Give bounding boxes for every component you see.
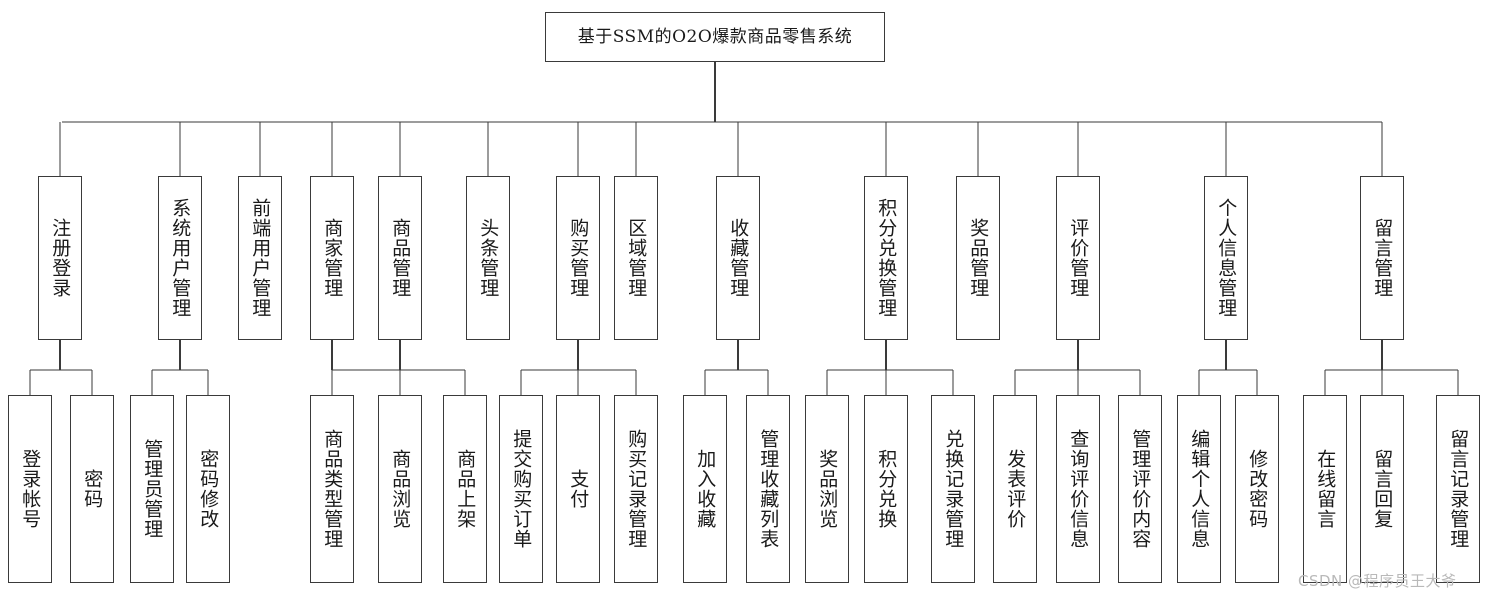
level3-node-21[interactable]: 留言回复 xyxy=(1360,395,1404,583)
level3-node-18[interactable]: 编辑个人信息 xyxy=(1177,395,1221,583)
node-label: 提交购买订单 xyxy=(510,429,533,549)
level3-node-12[interactable]: 奖品浏览 xyxy=(805,395,849,583)
node-label: 商品管理 xyxy=(389,218,412,298)
node-label: 留言管理 xyxy=(1371,218,1394,298)
level3-node-10[interactable]: 加入收藏 xyxy=(683,395,727,583)
node-label: 奖品管理 xyxy=(967,218,990,298)
level3-node-2[interactable]: 管理员管理 xyxy=(130,395,174,583)
level3-node-20[interactable]: 在线留言 xyxy=(1303,395,1347,583)
level3-node-4[interactable]: 商品类型管理 xyxy=(310,395,354,583)
node-label: 在线留言 xyxy=(1314,449,1337,529)
node-label: 购买管理 xyxy=(567,218,590,298)
node-label: 系统用户管理 xyxy=(169,198,192,318)
level3-node-0[interactable]: 登录帐号 xyxy=(8,395,52,583)
node-label: 管理员管理 xyxy=(141,439,164,539)
root-node[interactable]: 基于SSM的O2O爆款商品零售系统 xyxy=(545,12,885,62)
node-label: 注册登录 xyxy=(49,218,72,298)
level3-node-17[interactable]: 管理评价内容 xyxy=(1118,395,1162,583)
level2-node-0[interactable]: 注册登录 xyxy=(38,176,82,340)
node-label: 商品类型管理 xyxy=(321,429,344,549)
node-label: 商品上架 xyxy=(454,449,477,529)
level3-node-9[interactable]: 购买记录管理 xyxy=(614,395,658,583)
node-label: 购买记录管理 xyxy=(625,429,648,549)
node-label: 积分兑换管理 xyxy=(875,198,898,318)
level2-node-9[interactable]: 积分兑换管理 xyxy=(864,176,908,340)
node-label: 个人信息管理 xyxy=(1215,198,1238,318)
level3-node-8[interactable]: 支付 xyxy=(556,395,600,583)
node-label: 评价管理 xyxy=(1067,218,1090,298)
node-label: 支付 xyxy=(567,469,590,509)
level3-node-1[interactable]: 密码 xyxy=(70,395,114,583)
level2-node-5[interactable]: 头条管理 xyxy=(466,176,510,340)
level3-node-5[interactable]: 商品浏览 xyxy=(378,395,422,583)
node-label: 加入收藏 xyxy=(694,449,717,529)
level2-node-11[interactable]: 评价管理 xyxy=(1056,176,1100,340)
node-label: 兑换记录管理 xyxy=(942,429,965,549)
level2-node-3[interactable]: 商家管理 xyxy=(310,176,354,340)
level3-node-15[interactable]: 发表评价 xyxy=(993,395,1037,583)
level3-node-19[interactable]: 修改密码 xyxy=(1235,395,1279,583)
node-label: 编辑个人信息 xyxy=(1188,429,1211,549)
node-label: 区域管理 xyxy=(625,218,648,298)
level2-node-1[interactable]: 系统用户管理 xyxy=(158,176,202,340)
level3-node-13[interactable]: 积分兑换 xyxy=(864,395,908,583)
level3-node-11[interactable]: 管理收藏列表 xyxy=(746,395,790,583)
node-label: 管理收藏列表 xyxy=(757,429,780,549)
level3-node-22[interactable]: 留言记录管理 xyxy=(1436,395,1480,583)
node-label: 前端用户管理 xyxy=(249,198,272,318)
level2-node-12[interactable]: 个人信息管理 xyxy=(1204,176,1248,340)
node-label: 留言记录管理 xyxy=(1447,429,1470,549)
node-label: 密码 xyxy=(81,469,104,509)
node-label: 头条管理 xyxy=(477,218,500,298)
node-label: 查询评价信息 xyxy=(1067,429,1090,549)
level2-node-6[interactable]: 购买管理 xyxy=(556,176,600,340)
node-label: 修改密码 xyxy=(1246,449,1269,529)
level3-node-3[interactable]: 密码修改 xyxy=(186,395,230,583)
node-label: 发表评价 xyxy=(1004,449,1027,529)
level3-node-6[interactable]: 商品上架 xyxy=(443,395,487,583)
node-label: 收藏管理 xyxy=(727,218,750,298)
node-label: 积分兑换 xyxy=(875,449,898,529)
level3-node-16[interactable]: 查询评价信息 xyxy=(1056,395,1100,583)
node-label: 留言回复 xyxy=(1371,449,1394,529)
node-label: 基于SSM的O2O爆款商品零售系统 xyxy=(577,26,853,47)
level3-node-7[interactable]: 提交购买订单 xyxy=(499,395,543,583)
level3-node-14[interactable]: 兑换记录管理 xyxy=(931,395,975,583)
node-label: 商品浏览 xyxy=(389,449,412,529)
node-label: 奖品浏览 xyxy=(816,449,839,529)
node-label: 商家管理 xyxy=(321,218,344,298)
level2-node-4[interactable]: 商品管理 xyxy=(378,176,422,340)
level2-node-2[interactable]: 前端用户管理 xyxy=(238,176,282,340)
level2-node-10[interactable]: 奖品管理 xyxy=(956,176,1000,340)
level2-node-13[interactable]: 留言管理 xyxy=(1360,176,1404,340)
node-label: 管理评价内容 xyxy=(1129,429,1152,549)
node-label: 登录帐号 xyxy=(19,449,42,529)
watermark-text: CSDN @程序员王大爷 xyxy=(1298,572,1457,590)
level2-node-7[interactable]: 区域管理 xyxy=(614,176,658,340)
node-label: 密码修改 xyxy=(197,449,220,529)
level2-node-8[interactable]: 收藏管理 xyxy=(716,176,760,340)
